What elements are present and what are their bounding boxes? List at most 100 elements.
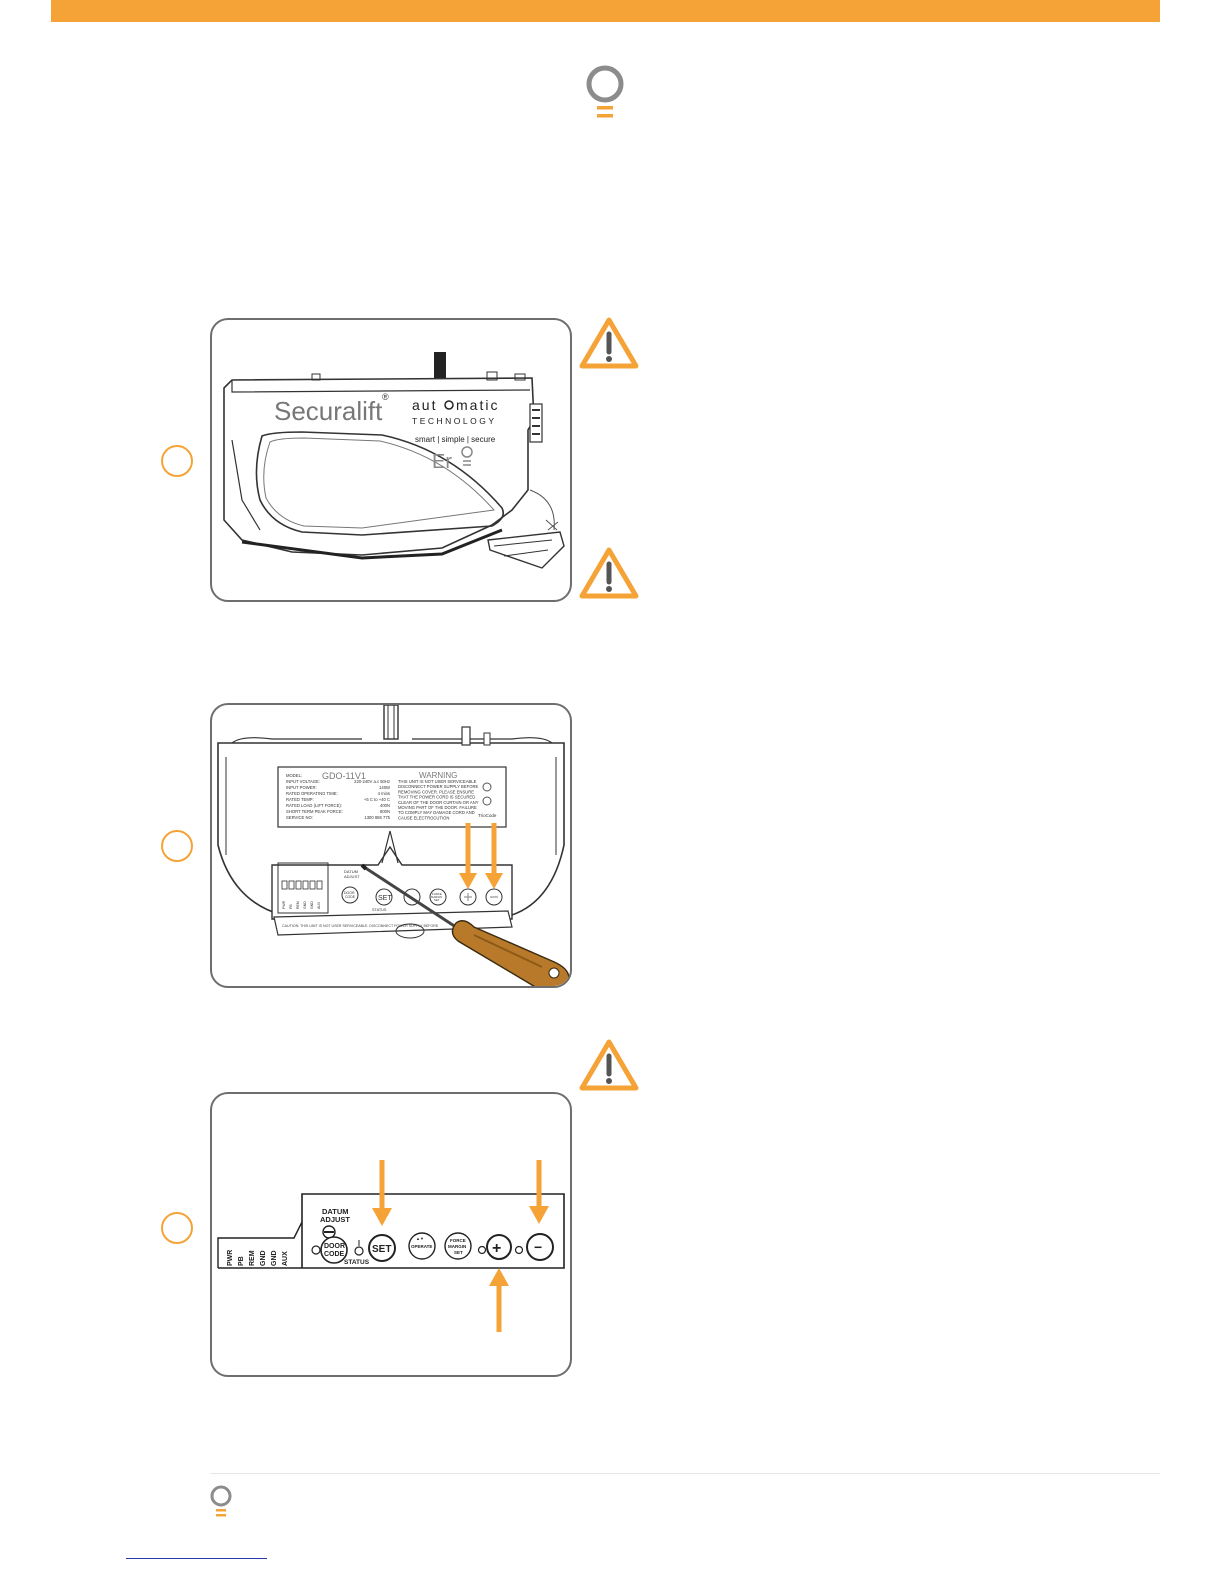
plus-button[interactable] (486, 1234, 512, 1260)
rating-label-field: SHORT TERM PEAK FORCE: (286, 809, 343, 814)
warning-triangle-icon (579, 317, 639, 369)
status-label: STATUS (344, 1259, 370, 1266)
terminal-label: GND (260, 1250, 267, 1266)
brand-registered: ® (382, 392, 389, 402)
margin-label: MARGIN (448, 1244, 466, 1249)
brand-wordmark: Securalift (274, 396, 383, 426)
warning-text-line: CAUSE ELECTROCUTION (398, 815, 449, 820)
warning-text-line: TO COMPLY MAY DAMAGE CORD AND (398, 810, 475, 815)
terminal-label: PWR (282, 900, 286, 909)
caution-text: CAUTION: THIS UNIT IS NOT USER SERVICEAB… (282, 924, 439, 928)
display-bulb-icon (461, 446, 473, 458)
minus-led (514, 1245, 524, 1255)
rating-label-field: RATED LOAD (LIFT FORCE): (286, 803, 342, 808)
warning-title: WARNING (419, 771, 457, 780)
rating-label (277, 766, 507, 828)
door-code-button[interactable] (341, 886, 359, 904)
margin-label: MARGIN (431, 895, 442, 899)
footer-divider (210, 1473, 1160, 1474)
warning-text-line: MOVING PART OF THE DOOR. FAILURE (398, 805, 477, 810)
code-label: CODE (324, 1251, 345, 1258)
step-2-marker (161, 830, 193, 862)
drive-shaft (383, 705, 399, 740)
terminal-label: GND (310, 901, 314, 909)
force-set-label: SET (454, 1250, 463, 1255)
force-set-label: SET (434, 898, 440, 902)
warning-text-line: THIS UNIT IS NOT USER SERVICEABLE (398, 779, 477, 784)
door-code-led (311, 1245, 321, 1255)
force-margin-button[interactable] (429, 888, 447, 906)
set-label: SET (378, 895, 392, 902)
tagline: smart | simple | secure (415, 435, 496, 444)
status-label: STATUS (372, 908, 387, 912)
control-panel-closeup-illustration: PWR PB REM GND GND AUX DATUM ADJUST DOOR CODE… (217, 1160, 565, 1332)
adjust-label: ADJUST (320, 1215, 350, 1224)
footer-link-underline[interactable] (126, 1558, 267, 1559)
rating-label-field: INPUT VOLTAGE: (286, 779, 320, 784)
plus-label: + (492, 1240, 501, 1257)
terminal-label: GND (271, 1250, 278, 1266)
terminal-label: REM (249, 1250, 256, 1266)
rating-label-value: 140W (379, 785, 390, 790)
warning-triangle-icon (579, 547, 639, 599)
error-bulb-icon (586, 65, 624, 118)
set-button[interactable] (375, 888, 393, 906)
rating-label-value: 800N (380, 809, 390, 814)
operate-button[interactable] (408, 1232, 436, 1260)
figure-2-panel: GDO-11V1 WARNING MODEL:INPUT VOLTAGE:INP… (210, 703, 572, 988)
rating-label-field: INPUT POWER: (286, 785, 317, 790)
warning-triangle-icon (579, 1039, 639, 1091)
door-label: DOOR (324, 1243, 345, 1250)
terminal-label: REM (296, 901, 300, 909)
opener-side-view-illustration: Securalift ® aut matic TECHNOLOGY smart … (223, 352, 565, 569)
terminal-label: GND (303, 901, 307, 909)
step-3-marker (161, 1212, 193, 1244)
rating-label-field: MODEL: (286, 773, 302, 778)
logo-bulb-icon (444, 400, 454, 410)
warning-text-line: CLEAR OF THE DOOR CURTAIN OR ANY (398, 800, 479, 805)
press-arrows (372, 1160, 549, 1332)
access-cover (487, 531, 565, 569)
rating-label-value: 220-240V a.c 50Hz (354, 779, 390, 784)
triocode-mark: TrioCode (478, 813, 497, 818)
terminal-label: PB (238, 1256, 245, 1266)
terminal-label: PWR (227, 1250, 234, 1266)
set-label: SET (372, 1244, 391, 1255)
top-accent-bar (51, 0, 1160, 22)
logo-line1b: matic (456, 397, 499, 413)
terminal-label: AUX (317, 901, 321, 909)
operate-arrows: ▲▼ (416, 1236, 424, 1241)
rating-label-value: 4 mins (378, 791, 390, 796)
set-button[interactable] (368, 1234, 396, 1262)
warning-text-line: DISCONNECT POWER SUPPLY BEFORE (398, 784, 478, 789)
datum-label: DATUM (344, 869, 358, 874)
force-label: FORCE (432, 892, 442, 896)
force-label: FORCE (450, 1238, 466, 1243)
operate-label: OPERATE (411, 1244, 432, 1249)
drive-shaft (434, 352, 446, 380)
press-arrows (459, 823, 503, 889)
force-margin-button[interactable] (444, 1232, 472, 1260)
error-display: Er (432, 451, 452, 473)
opener-underside-view-illustration: GDO-11V1 WARNING MODEL:INPUT VOLTAGE:INP… (217, 705, 570, 986)
door-code-label-2: CODE (345, 895, 356, 899)
status-led (354, 1246, 364, 1256)
minus-button[interactable] (526, 1233, 554, 1261)
step-1-marker (161, 445, 193, 477)
terminal-label: AUX (282, 1251, 289, 1266)
rating-label-value: 400N (380, 803, 390, 808)
datum-label: DATUM (322, 1207, 349, 1216)
rating-label-field: RATED TEMP: (286, 797, 314, 802)
adjust-label: ADJUST (344, 874, 360, 879)
door-code-label: DOOR (344, 891, 355, 895)
rating-label-value: 1300 886 775 (364, 815, 390, 820)
screwdriver-illustration (360, 863, 570, 986)
figure-1-panel: Securalift ® aut matic TECHNOLOGY smart … (210, 318, 572, 602)
rating-label-value: +5 C to +40 C (364, 797, 390, 802)
model-title: GDO-11V1 (322, 771, 366, 781)
minus-label: − (534, 1239, 542, 1255)
rating-label-field: RATED OPERATING TIME: (286, 791, 338, 796)
door-code-button[interactable] (320, 1236, 348, 1264)
control-panel-outline (218, 1193, 565, 1269)
logo-line2: TECHNOLOGY (412, 416, 497, 426)
